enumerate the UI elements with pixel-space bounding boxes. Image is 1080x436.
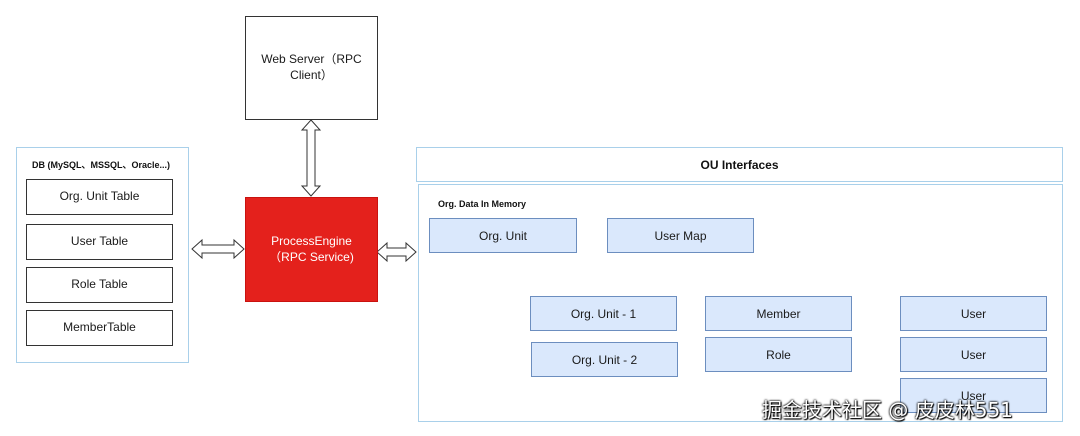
user-label-3: User <box>960 388 987 403</box>
watermark: 掘金技术社区 @ 皮皮林551 <box>762 398 1013 422</box>
db-panel: DB (MySQL、MSSQL、Oracle...) Org. Unit Tab… <box>16 147 189 363</box>
user-label-1: User <box>960 306 987 321</box>
db-panel-title: DB (MySQL、MSSQL、Oracle...) <box>32 160 171 170</box>
member-label: Member <box>756 306 801 321</box>
org-unit-1-box: Org. Unit - 1 <box>530 296 677 331</box>
db-engine-double-arrow <box>191 238 245 260</box>
user-table-box: User Table <box>26 224 173 260</box>
engine-memory-double-arrow <box>376 241 417 263</box>
org-unit-table-label: Org. Unit Table <box>59 189 140 204</box>
member-table-box: MemberTable <box>26 310 173 346</box>
web-server-label: Web Server（RPC Client） <box>261 52 362 82</box>
ou-interfaces-bar: OU Interfaces <box>416 147 1063 182</box>
member-box: Member <box>705 296 852 331</box>
ou-interfaces-title: OU Interfaces <box>700 157 779 172</box>
org-unit-1-label: Org. Unit - 1 <box>570 306 637 321</box>
process-engine-label: ProcessEngine（RPC Service) <box>269 233 354 264</box>
role-box: Role <box>705 337 852 372</box>
user-label-2: User <box>960 347 987 362</box>
user-map-box: User Map <box>607 218 754 253</box>
user-table-label: User Table <box>70 234 129 249</box>
role-label: Role <box>766 347 791 362</box>
org-unit-2-label: Org. Unit - 2 <box>571 352 638 367</box>
member-table-label: MemberTable <box>63 320 136 335</box>
user-map-label: User Map <box>654 228 707 243</box>
user-box-1: User <box>900 296 1047 331</box>
user-box-3: User <box>900 378 1047 413</box>
memory-panel-title: Org. Data In Memory <box>438 199 527 209</box>
org-unit-2-box: Org. Unit - 2 <box>531 342 678 377</box>
org-unit-box: Org. Unit <box>429 218 577 253</box>
role-table-box: Role Table <box>26 267 173 303</box>
org-unit-table-box: Org. Unit Table <box>26 179 173 215</box>
user-box-2: User <box>900 337 1047 372</box>
web-server-box: Web Server（RPC Client） <box>245 16 378 120</box>
web-engine-double-arrow <box>300 119 322 197</box>
process-engine-box: ProcessEngine（RPC Service) <box>245 197 378 302</box>
org-unit-label: Org. Unit <box>478 228 527 243</box>
role-table-label: Role Table <box>71 277 128 292</box>
